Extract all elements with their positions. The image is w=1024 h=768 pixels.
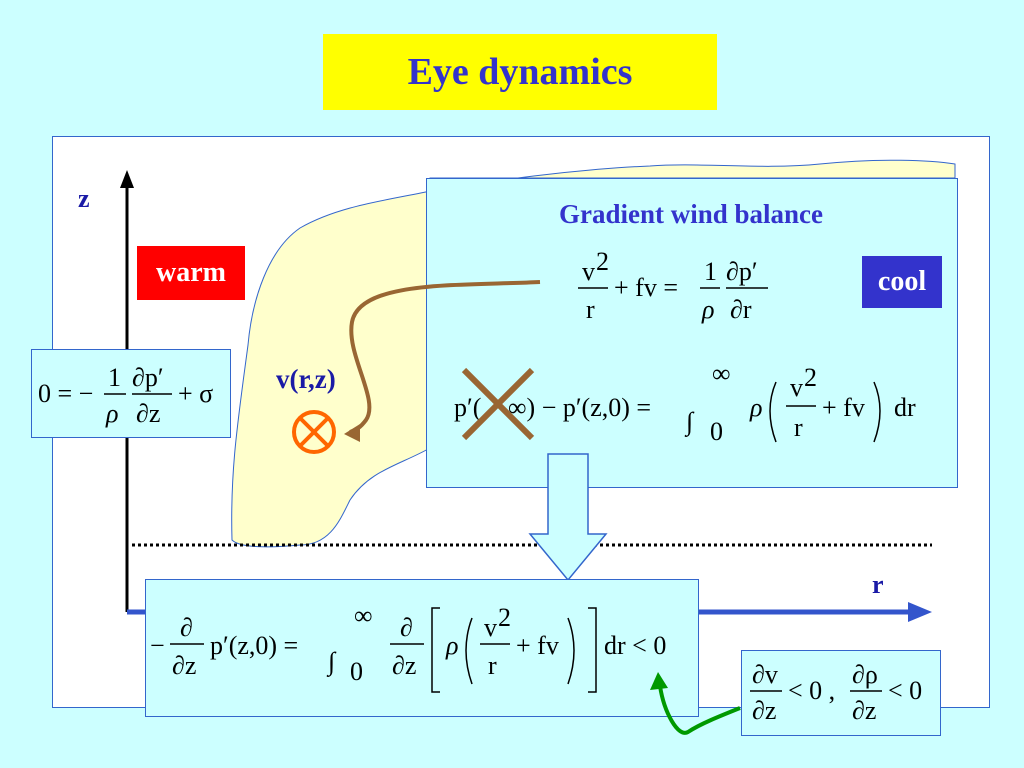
svg-text:p′(z,0) =: p′(z,0) = bbox=[210, 631, 298, 660]
hydrostatic-equation-box: 0 = − 1 ρ ∂p′ ∂z + σ bbox=[31, 349, 231, 438]
svg-text:p′(: p′( bbox=[454, 393, 481, 422]
svg-text:+ fv =: + fv = bbox=[614, 273, 678, 302]
svg-text:ρ: ρ bbox=[749, 393, 762, 422]
svg-text:∂z: ∂z bbox=[752, 696, 776, 725]
svg-text:r: r bbox=[586, 295, 595, 324]
cool-label: cool bbox=[862, 256, 942, 308]
integral-equation: p′( ∞) − p′(z,0) = ∫ ∞ 0 ρ v 2 r + fv dr bbox=[454, 360, 916, 446]
svg-text:+ fv: + fv bbox=[516, 631, 559, 660]
svg-text:0: 0 bbox=[710, 417, 723, 446]
svg-text:∂p′: ∂p′ bbox=[132, 363, 164, 392]
svg-text:∂ρ: ∂ρ bbox=[852, 660, 878, 689]
gradient-wind-title: Gradient wind balance bbox=[558, 199, 824, 229]
svg-text:∞) − p′(z,0) =: ∞) − p′(z,0) = bbox=[508, 393, 651, 422]
svg-text:ρ: ρ bbox=[701, 295, 714, 324]
vertical-derivative-equation-box: − ∂ ∂z p′(z,0) = ∫ ∞ 0 ∂ ∂z ρ v 2 r + fv… bbox=[145, 579, 699, 717]
warm-label: warm bbox=[137, 246, 245, 300]
svg-text:1: 1 bbox=[704, 257, 717, 286]
r-axis-label: r bbox=[872, 570, 884, 599]
svg-text:∂: ∂ bbox=[400, 613, 413, 642]
svg-text:ρ: ρ bbox=[445, 631, 458, 660]
svg-text:r: r bbox=[488, 651, 497, 680]
svg-text:1: 1 bbox=[108, 363, 121, 392]
svg-text:+ fv: + fv bbox=[822, 393, 865, 422]
gradient-wind-panel bbox=[426, 178, 958, 488]
svg-text:< 0 ,: < 0 , bbox=[788, 676, 835, 705]
svg-text:∂p′: ∂p′ bbox=[726, 257, 758, 286]
svg-text:∫: ∫ bbox=[326, 647, 337, 677]
svg-text:dr: dr bbox=[894, 393, 916, 422]
svg-text:r: r bbox=[794, 413, 803, 442]
svg-text:∂r: ∂r bbox=[730, 295, 752, 324]
svg-text:2: 2 bbox=[596, 250, 609, 276]
svg-text:+ σ: + σ bbox=[178, 379, 213, 408]
z-axis-label: z bbox=[78, 184, 90, 213]
svg-text:∂z: ∂z bbox=[392, 651, 416, 680]
z-axis-arrowhead bbox=[120, 170, 134, 188]
svg-text:∂z: ∂z bbox=[136, 399, 160, 428]
svg-text:∂: ∂ bbox=[180, 613, 193, 642]
svg-text:∫: ∫ bbox=[684, 407, 695, 437]
cross-out-icon bbox=[461, 367, 535, 441]
svg-text:v: v bbox=[484, 613, 497, 642]
svg-text:∂z: ∂z bbox=[172, 651, 196, 680]
svg-text:∞: ∞ bbox=[712, 360, 731, 388]
gradient-wind-equation: v 2 r + fv = 1 ρ ∂p′ ∂r bbox=[578, 250, 768, 324]
conditions-equation: ∂v ∂z < 0 , ∂ρ ∂z < 0 bbox=[750, 660, 922, 725]
svg-text:∂z: ∂z bbox=[852, 696, 876, 725]
svg-text:−: − bbox=[150, 631, 165, 660]
eyewall-cloud bbox=[231, 159, 956, 548]
svg-text:0 = −: 0 = − bbox=[38, 379, 93, 408]
svg-text:< 0: < 0 bbox=[888, 676, 922, 705]
circled-times-icon bbox=[292, 410, 336, 454]
svg-text:ρ: ρ bbox=[105, 399, 118, 428]
svg-text:2: 2 bbox=[804, 363, 817, 392]
conditions-equation-box: ∂v ∂z < 0 , ∂ρ ∂z < 0 bbox=[741, 650, 941, 736]
svg-text:v: v bbox=[790, 373, 803, 402]
svg-text:2: 2 bbox=[498, 603, 511, 632]
svg-text:v: v bbox=[582, 257, 595, 286]
svg-text:dr < 0: dr < 0 bbox=[604, 631, 666, 660]
svg-text:∂v: ∂v bbox=[752, 660, 778, 689]
svg-text:∞: ∞ bbox=[354, 601, 373, 630]
r-axis-arrowhead bbox=[908, 602, 932, 622]
svg-text:0: 0 bbox=[350, 657, 363, 686]
vertical-derivative-equation: − ∂ ∂z p′(z,0) = ∫ ∞ 0 ∂ ∂z ρ v 2 r + fv… bbox=[150, 601, 666, 693]
vortex-label: v(r,z) bbox=[276, 364, 336, 394]
slide-title: Eye dynamics bbox=[323, 34, 717, 110]
hydrostatic-equation: 0 = − 1 ρ ∂p′ ∂z + σ bbox=[38, 363, 213, 428]
down-arrow-icon bbox=[528, 453, 608, 582]
